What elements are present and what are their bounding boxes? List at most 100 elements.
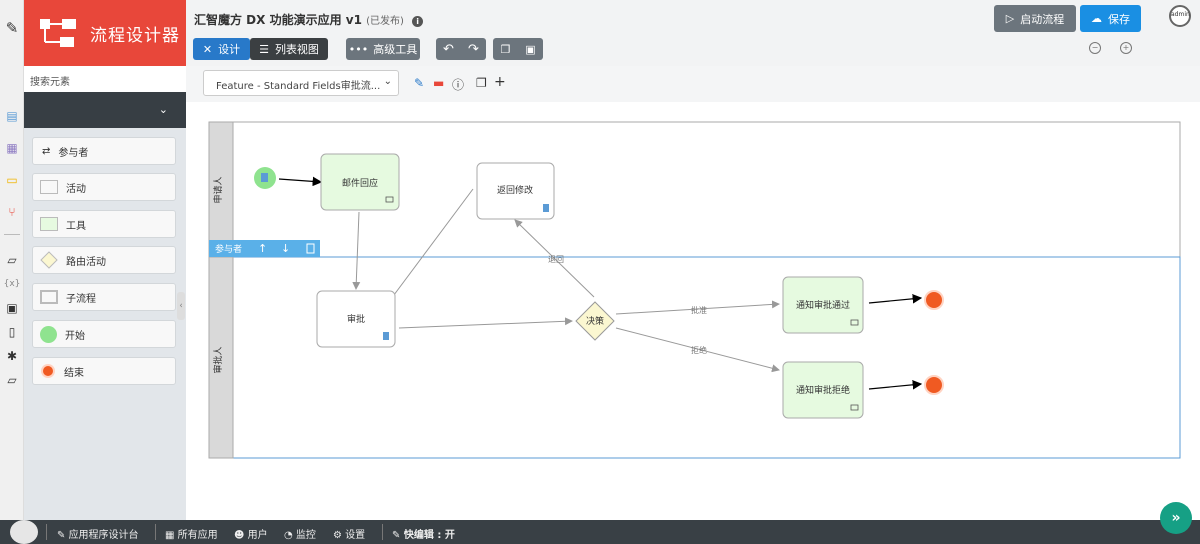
edge-start-to-mail[interactable] [278, 176, 323, 187]
note-icon[interactable]: ▱ [7, 253, 17, 267]
process-select-value: Feature - Standard Fields审批流... [216, 81, 381, 92]
footer-bar: ✎ 应用程序设计台 ▦ 所有应用 ☻ 用户 ◔ 监控 ⚙ 设置 ✎ 快编辑 : … [0, 520, 1200, 544]
sidebar-splitter[interactable]: ‹ [177, 292, 185, 320]
node-revise[interactable]: 返回修改 [476, 162, 555, 220]
start-event[interactable] [254, 167, 276, 189]
end-event-pass[interactable] [924, 290, 944, 310]
node-notify-reject[interactable]: 通知审批拒绝 [782, 361, 864, 419]
edge-decision-reject[interactable] [615, 327, 780, 373]
node-label: 审批 [347, 313, 365, 325]
quick-edit-label: 快编辑 : 开 [403, 530, 455, 541]
avatar[interactable]: admin [1169, 5, 1191, 27]
image-icon[interactable]: ▣ [6, 301, 18, 315]
edge-mail-to-approve[interactable] [352, 211, 361, 290]
end-icon [41, 364, 55, 378]
divider [4, 234, 20, 235]
zoom-in-icon[interactable]: + [1120, 42, 1132, 54]
design-tools-icon: ✕ [202, 42, 213, 56]
add-process-icon[interactable]: + [494, 74, 506, 90]
delete-process-icon[interactable]: ▬ [433, 76, 445, 90]
save-button[interactable]: ☁ 保存 [1080, 5, 1141, 32]
tool-icon [40, 217, 58, 231]
edge-decision-approve[interactable] [615, 300, 780, 315]
file-icon[interactable]: ▯ [8, 325, 16, 339]
undo-icon[interactable]: ↶ [443, 41, 454, 57]
more-icon: ••• [348, 42, 369, 56]
chevron-down-icon: ⌄ [383, 76, 392, 87]
footer-label: 用户 [247, 530, 268, 541]
edge-decision-return[interactable] [514, 219, 595, 298]
redo-icon[interactable]: ↷ [468, 41, 479, 57]
app-status: (已发布) [366, 16, 404, 27]
monitor-link[interactable]: ◔ 监控 [284, 530, 316, 541]
palette-item-participant[interactable]: ⇄ 参与者 [32, 137, 176, 165]
palette-item-start[interactable]: 开始 [32, 320, 176, 348]
quick-edit-toggle[interactable]: ✎ 快编辑 : 开 [392, 530, 455, 541]
list-icon[interactable]: ▦ [6, 141, 18, 155]
tab-list-view[interactable]: ☰ 列表视图 [250, 38, 328, 60]
joget-logo-icon[interactable] [10, 520, 38, 544]
element-palette: ⇄ 参与者 活动 工具 路由活动 子流程 开始 结束 [24, 128, 186, 520]
edge-pass-to-end[interactable] [868, 294, 923, 304]
swimlane-approver[interactable]: 审批人 [208, 256, 1181, 459]
settings-link[interactable]: ⚙ 设置 [333, 530, 366, 541]
expand-fab-button[interactable]: » [1160, 502, 1192, 534]
node-mail-reply[interactable]: 邮件回应 [320, 153, 400, 211]
end-event-reject[interactable] [924, 375, 944, 395]
all-apps-link[interactable]: ▦ 所有应用 [165, 530, 218, 541]
palette-item-label: 活动 [66, 183, 86, 195]
node-decision[interactable]: 决策 [575, 301, 615, 341]
info-icon[interactable]: i [412, 16, 424, 27]
mail-icon [850, 404, 859, 411]
tab-design-label: 设计 [218, 43, 241, 56]
copy-paste-group: ❐ ▣ [493, 38, 543, 60]
node-approve[interactable]: 审批 [316, 290, 396, 348]
lane-toolbar: 参与者 ↑ ↓ [209, 240, 320, 257]
node-notify-pass[interactable]: 通知审批通过 [782, 276, 864, 334]
palette-item-activity[interactable]: 活动 [32, 173, 176, 201]
edge-label-reject: 拒绝 [691, 345, 707, 355]
document-icon [261, 173, 268, 182]
plugin-icon[interactable]: ✱ [6, 349, 18, 363]
element-category-dropdown[interactable]: ⌄ [24, 92, 186, 128]
form-icon[interactable]: ▤ [6, 109, 18, 123]
trash-icon[interactable] [306, 243, 315, 254]
move-down-icon[interactable]: ↓ [281, 242, 290, 255]
palette-item-label: 参与者 [58, 147, 89, 159]
edit-icon[interactable]: ✎ [5, 19, 19, 37]
run-process-button[interactable]: ▷ 启动流程 [994, 5, 1076, 32]
palette-item-end[interactable]: 结束 [32, 357, 176, 385]
brand-logo: 流程设计器 [24, 0, 186, 66]
process-info-icon[interactable]: ⓘ [452, 78, 465, 92]
process-diagram[interactable]: 申请人 审批人 参与者 ↑ ↓ 退回 批准 拒绝 [186, 102, 1200, 520]
tab-design[interactable]: ✕ 设计 [193, 38, 250, 60]
process-select[interactable]: Feature - Standard Fields审批流... ⌄ [203, 70, 399, 96]
palette-item-subprocess[interactable]: 子流程 [32, 283, 176, 311]
divider [382, 524, 383, 540]
design-canvas[interactable]: 申请人 审批人 参与者 ↑ ↓ 退回 批准 拒绝 [186, 102, 1200, 520]
userview-icon[interactable]: ▭ [6, 173, 18, 187]
move-up-icon[interactable]: ↑ [258, 242, 267, 255]
process-icon[interactable]: ⑂ [8, 205, 16, 219]
zoom-out-icon[interactable]: − [1089, 42, 1101, 54]
duplicate-process-icon[interactable]: ❐ [476, 76, 487, 90]
edit-process-icon[interactable]: ✎ [414, 76, 425, 90]
footer-label: 设置 [345, 530, 366, 541]
palette-item-tool[interactable]: 工具 [32, 210, 176, 238]
copy-icon[interactable]: ❐ [500, 42, 511, 56]
tab-list-label: 列表视图 [274, 43, 319, 56]
edge-approve-to-decision[interactable] [398, 317, 573, 329]
edge-reject-to-end[interactable] [868, 380, 923, 390]
app-composer-link[interactable]: ✎ 应用程序设计台 [57, 530, 139, 541]
palette-item-route[interactable]: 路由活动 [32, 246, 176, 274]
footer-label: 监控 [295, 530, 316, 541]
users-link[interactable]: ☻ 用户 [234, 530, 268, 541]
palette-item-label: 结束 [64, 367, 84, 379]
advanced-tools-button[interactable]: ••• 高级工具 [346, 38, 420, 60]
element-search[interactable]: 搜索元素 [24, 66, 186, 92]
paste-icon[interactable]: ▣ [525, 42, 536, 56]
document-icon[interactable]: ▱ [7, 373, 17, 387]
start-icon [40, 325, 57, 343]
edge-revise-to-approve[interactable] [381, 188, 474, 312]
variable-icon[interactable]: {x} [3, 279, 21, 289]
